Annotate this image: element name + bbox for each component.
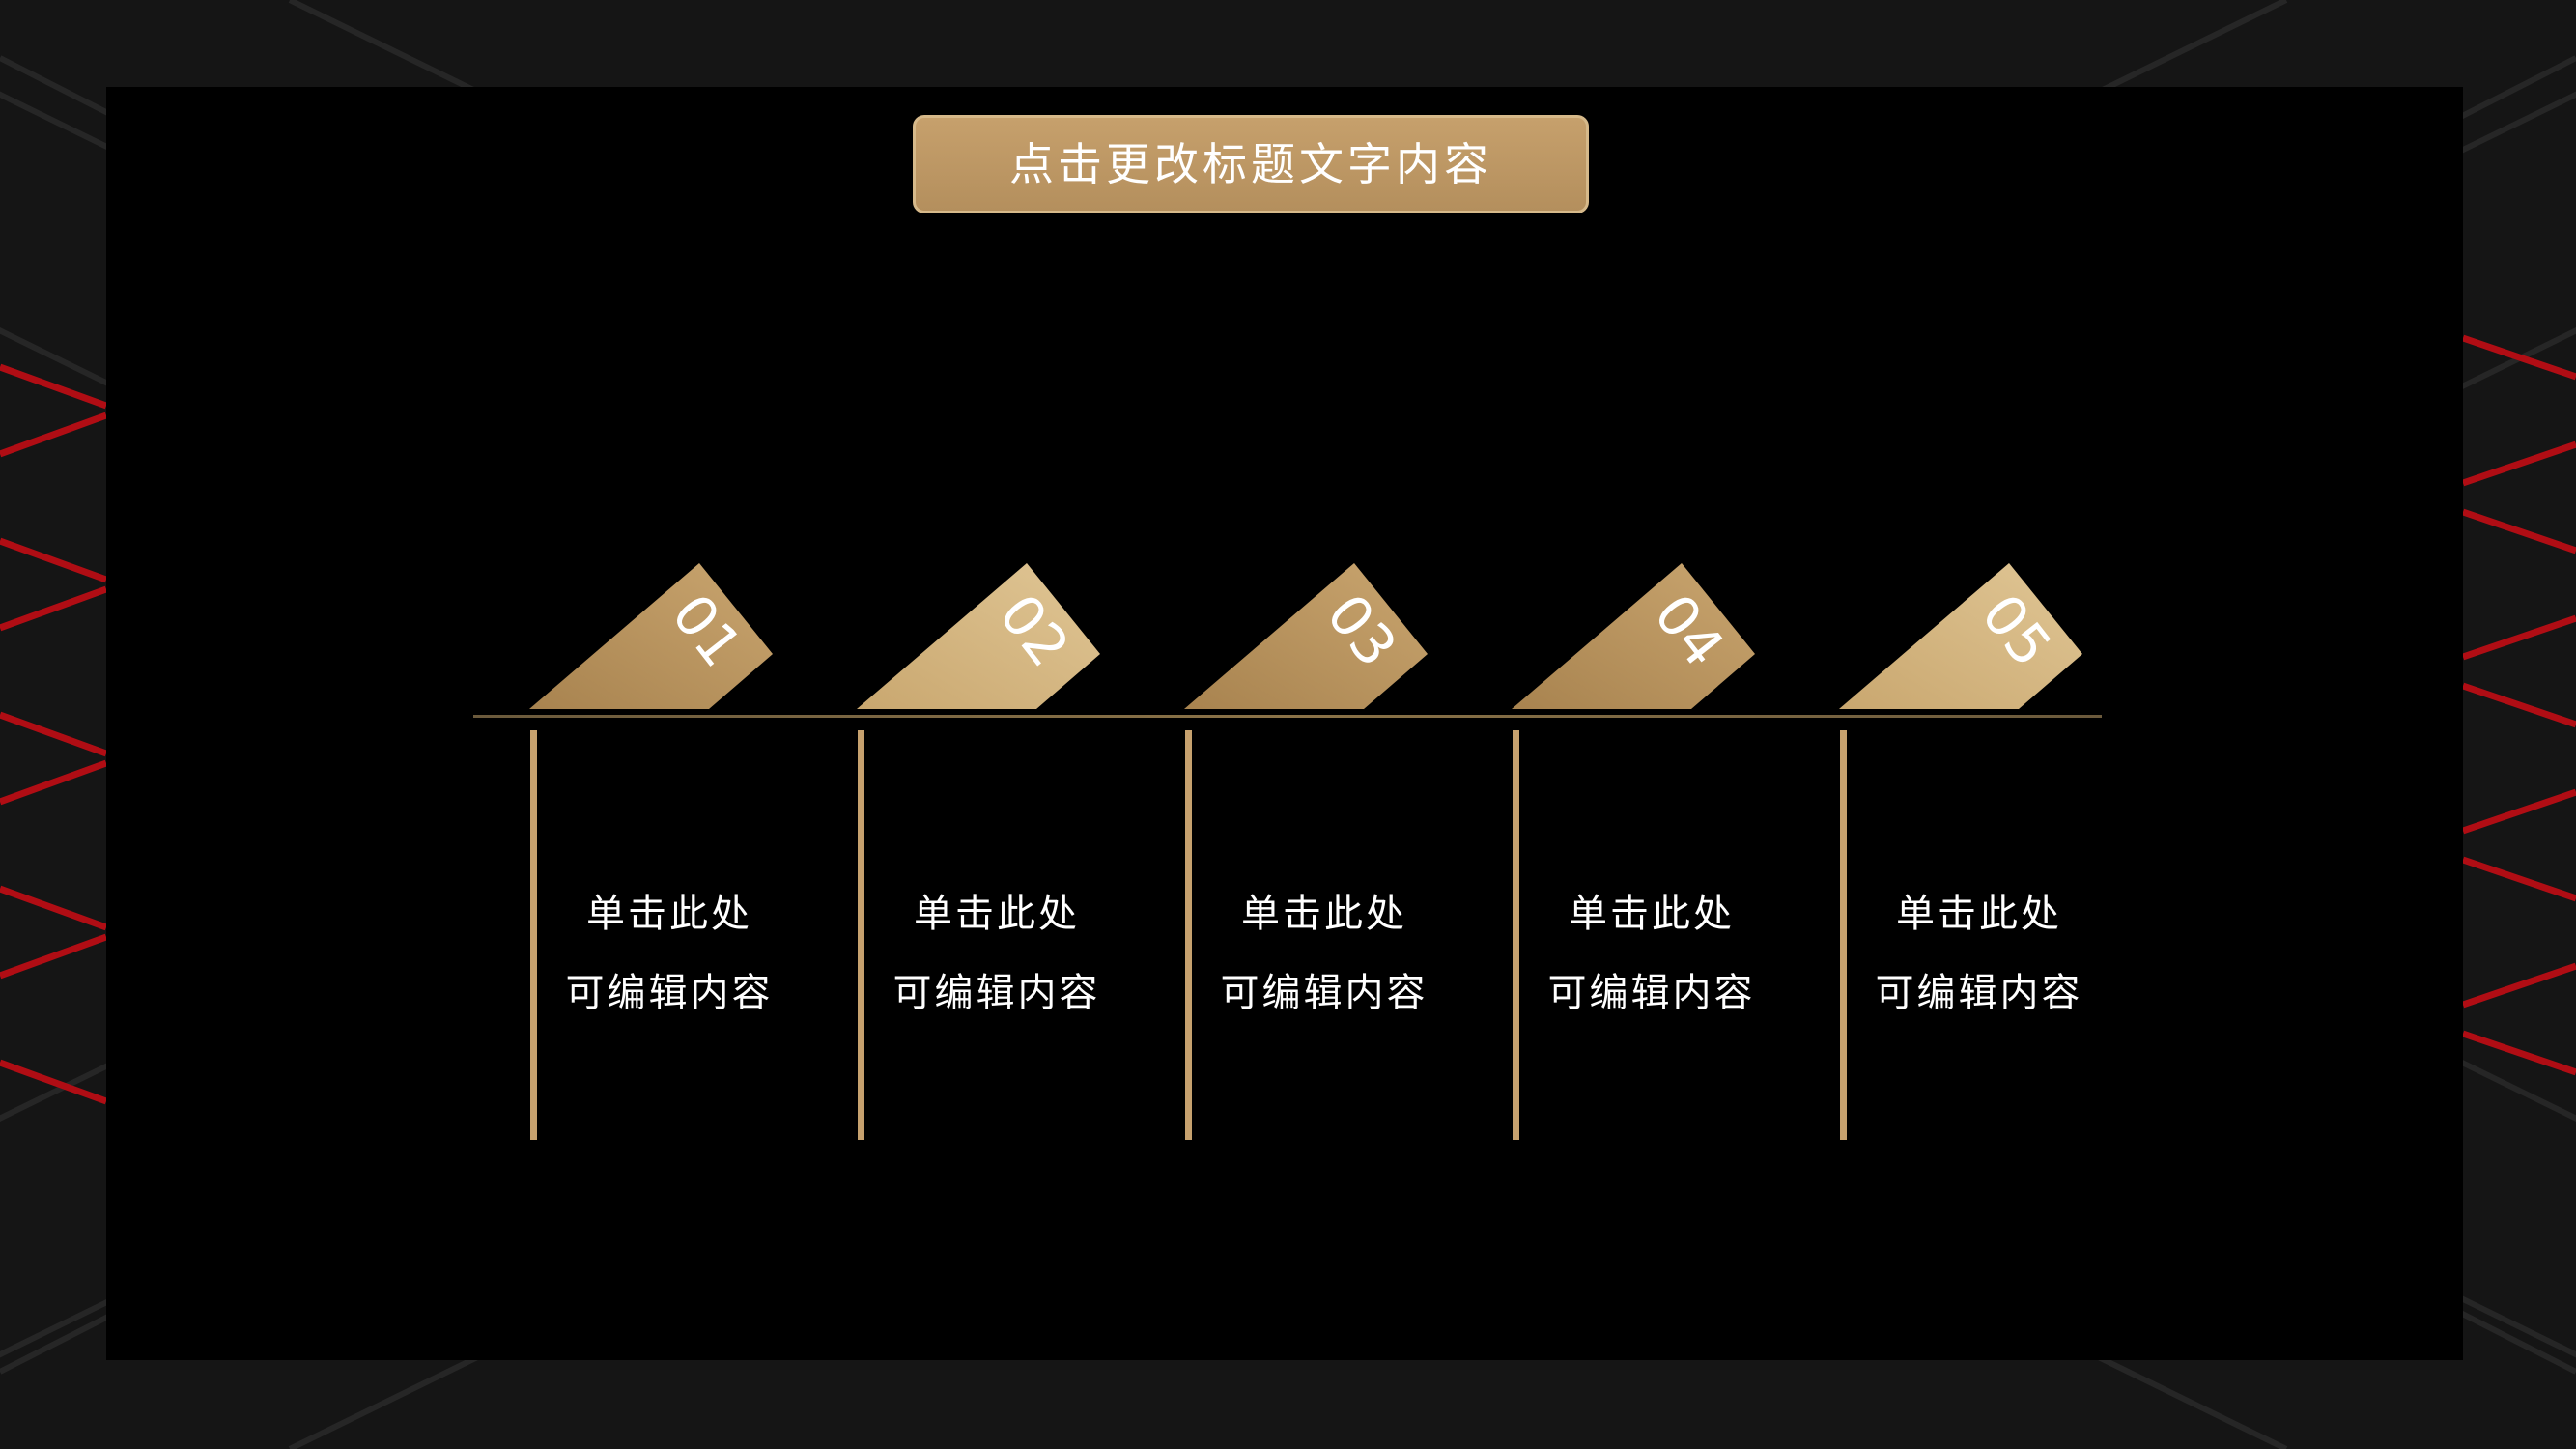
item-line2: 可编辑内容 — [565, 971, 774, 1015]
item-line1: 单击此处 — [1241, 892, 1407, 936]
flag-pole-03 — [1185, 730, 1192, 1140]
red-accent-lines-right — [2461, 334, 2576, 1076]
item-line2: 可编辑内容 — [892, 971, 1101, 1015]
item-line1: 单击此处 — [1896, 892, 2062, 936]
title-text: 点击更改标题文字内容 — [1009, 138, 1492, 190]
item-line1: 单击此处 — [914, 892, 1080, 936]
item-04-text[interactable]: 单击此处 可编辑内容 — [1507, 874, 1797, 1033]
flag-pole-02 — [858, 730, 864, 1140]
red-accent-lines-left — [0, 363, 108, 1105]
item-01-text[interactable]: 单击此处 可编辑内容 — [524, 874, 814, 1033]
item-03-text[interactable]: 单击此处 可编辑内容 — [1179, 874, 1469, 1033]
item-line2: 可编辑内容 — [1220, 971, 1429, 1015]
item-05-text[interactable]: 单击此处 可编辑内容 — [1834, 874, 2124, 1033]
title-banner[interactable]: 点击更改标题文字内容 — [913, 115, 1589, 213]
flag-pole-01 — [530, 730, 537, 1140]
item-line1: 单击此处 — [586, 892, 752, 936]
item-02-text[interactable]: 单击此处 可编辑内容 — [852, 874, 1142, 1033]
item-line2: 可编辑内容 — [1875, 971, 2083, 1015]
flag-pole-05 — [1840, 730, 1847, 1140]
item-line2: 可编辑内容 — [1547, 971, 1756, 1015]
item-line1: 单击此处 — [1569, 892, 1735, 936]
content-panel — [106, 87, 2463, 1360]
flag-pole-04 — [1513, 730, 1519, 1140]
timeline-line — [473, 715, 2102, 718]
